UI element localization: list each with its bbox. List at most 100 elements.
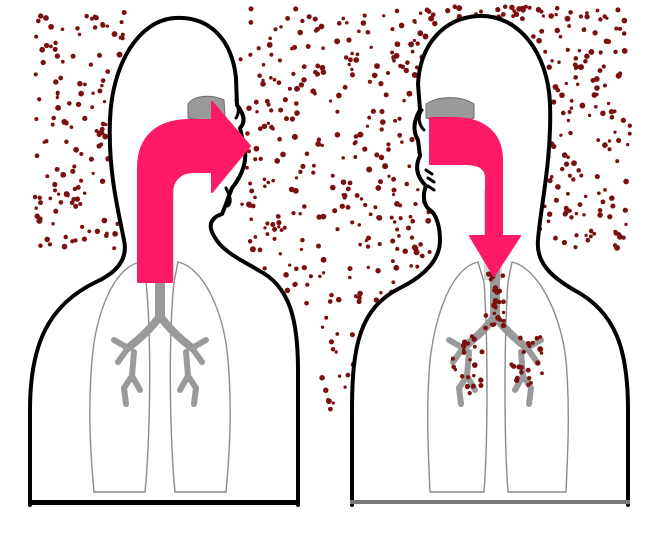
- particle: [416, 188, 419, 191]
- particle: [61, 27, 65, 31]
- particle: [321, 326, 324, 329]
- particle: [387, 175, 390, 178]
- particle: [262, 63, 266, 67]
- particle: [51, 123, 55, 127]
- particle: [607, 102, 610, 105]
- particle: [598, 68, 603, 73]
- particle: [379, 155, 385, 161]
- particle: [84, 14, 89, 19]
- particle: [409, 264, 413, 268]
- particle: [390, 51, 394, 55]
- particle: [520, 16, 525, 21]
- particle: [34, 206, 37, 209]
- particle: [585, 238, 590, 243]
- particle: [255, 110, 258, 113]
- particle: [584, 14, 589, 19]
- particle: [104, 135, 107, 138]
- particle: [539, 29, 544, 34]
- particle: [250, 246, 256, 252]
- particle: [273, 78, 277, 82]
- particle: [595, 93, 598, 96]
- particle: [410, 219, 415, 224]
- particle: [326, 398, 329, 401]
- particle: [399, 216, 403, 220]
- particle: [595, 174, 600, 179]
- particle: [315, 141, 321, 147]
- particle: [95, 229, 100, 234]
- particle: [453, 5, 457, 9]
- particle: [112, 231, 118, 237]
- particle: [588, 114, 591, 117]
- particle: [290, 116, 295, 121]
- particle: [310, 88, 316, 94]
- person-left-base: [28, 500, 298, 505]
- particle: [570, 106, 574, 110]
- particle: [309, 274, 313, 278]
- particle: [279, 25, 283, 29]
- particle: [93, 25, 98, 30]
- particle: [425, 218, 431, 224]
- particle: [346, 373, 351, 378]
- particle: [406, 225, 411, 230]
- inhaled-particle: [462, 339, 467, 344]
- particle: [316, 214, 321, 219]
- particle: [578, 202, 583, 207]
- particle: [94, 15, 99, 20]
- particle: [547, 212, 552, 217]
- inhaled-particle: [472, 374, 476, 378]
- particle: [53, 47, 58, 52]
- particle: [377, 215, 383, 221]
- particle: [329, 339, 334, 344]
- particle: [285, 288, 291, 294]
- particle: [397, 234, 401, 238]
- inhaled-particle: [522, 350, 526, 354]
- particle: [597, 212, 603, 218]
- inhaled-particle: [471, 384, 476, 389]
- particle: [44, 237, 50, 243]
- particle: [34, 72, 38, 76]
- particle: [622, 31, 627, 36]
- particle: [624, 223, 627, 226]
- particle: [369, 212, 373, 216]
- particle: [266, 181, 270, 185]
- particle: [330, 185, 336, 191]
- particle: [83, 191, 86, 194]
- particle: [589, 229, 593, 233]
- particle: [413, 39, 416, 42]
- inhaled-particle: [468, 391, 472, 395]
- particle: [51, 116, 56, 121]
- particle: [528, 6, 532, 10]
- inhaled-particle: [527, 376, 531, 380]
- particle: [613, 50, 617, 54]
- particle: [263, 185, 267, 189]
- particle: [501, 12, 506, 17]
- particle: [411, 50, 415, 54]
- particle: [283, 226, 287, 230]
- particle: [269, 108, 273, 112]
- particle: [278, 108, 283, 113]
- particle: [324, 316, 328, 320]
- particle: [272, 227, 277, 232]
- inhaled-particle: [483, 326, 488, 331]
- particle: [602, 64, 606, 68]
- particle: [589, 234, 593, 238]
- particle: [578, 49, 581, 52]
- particle: [542, 14, 545, 17]
- particle: [316, 244, 321, 249]
- particle: [276, 220, 281, 225]
- particle: [550, 59, 553, 62]
- particle: [35, 153, 40, 158]
- particle: [390, 27, 394, 31]
- particle: [269, 53, 273, 57]
- particle: [274, 158, 280, 164]
- particle: [561, 111, 566, 116]
- particle: [366, 30, 371, 35]
- particle: [100, 23, 105, 28]
- particle: [367, 266, 370, 269]
- particle: [598, 17, 602, 21]
- particle: [398, 117, 402, 121]
- inhaled-particle: [531, 341, 535, 345]
- particle: [279, 252, 282, 255]
- particle: [391, 177, 396, 182]
- particle: [402, 248, 408, 254]
